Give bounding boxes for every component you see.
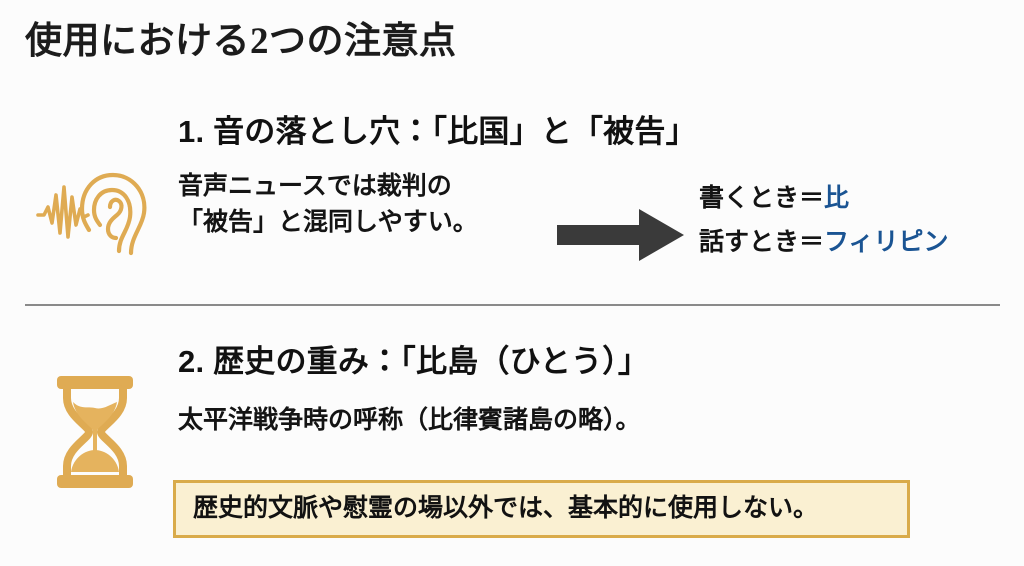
section-divider	[25, 304, 1000, 306]
right-arrow-icon	[557, 207, 685, 263]
section-2-description: 太平洋戦争時の呼称（比律賓諸島の略）。	[178, 405, 641, 434]
pronunciation-row-write: 書くとき＝比	[699, 184, 949, 213]
section-historical-weight: 2. 歴史の重み：「比島（ひとう）」 太平洋戦争時の呼称（比律賓諸島の略）。 歴…	[0, 335, 1024, 560]
pronunciation-label-speak: 話すとき＝	[699, 227, 825, 256]
callout-box: 歴史的文脈や慰霊の場以外では、基本的に使用しない。	[173, 480, 910, 538]
section-sound-pitfall: 1. 音の落とし穴：「比国」と「被告」 音声ニュースでは裁判の 「被告」と混同し…	[0, 100, 1024, 295]
pronunciation-value-speak: フィリピン	[824, 227, 949, 256]
section-2-body: 2. 歴史の重み：「比島（ひとう）」 太平洋戦争時の呼称（比律賓諸島の略）。	[178, 335, 1024, 438]
pronunciation-label-write: 書くとき＝	[699, 184, 825, 212]
section-2-heading: 2. 歴史の重み：「比島（ひとう）」	[178, 344, 650, 379]
pronunciation-row-speak: 話すとき＝フィリピン	[699, 227, 949, 257]
callout-text: 歴史的文脈や慰霊の場以外では、基本的に使用しない。	[193, 494, 819, 523]
page-title: 使用における2つの注意点	[25, 21, 457, 62]
hourglass-icon	[30, 367, 160, 497]
section-1-body: 1. 音の落とし穴：「比国」と「被告」 音声ニュースでは裁判の 「被告」と混同し…	[178, 100, 1024, 240]
section-1-description: 音声ニュースでは裁判の 「被告」と混同しやすい。	[178, 171, 478, 236]
section-1-heading: 1. 音の落とし穴：「比国」と「被告」	[178, 114, 697, 149]
pronunciation-value-write: 比	[824, 184, 850, 212]
pronunciation-list: 書くとき＝比 話すとき＝フィリピン	[699, 184, 949, 257]
ear-soundwave-icon	[30, 150, 160, 280]
